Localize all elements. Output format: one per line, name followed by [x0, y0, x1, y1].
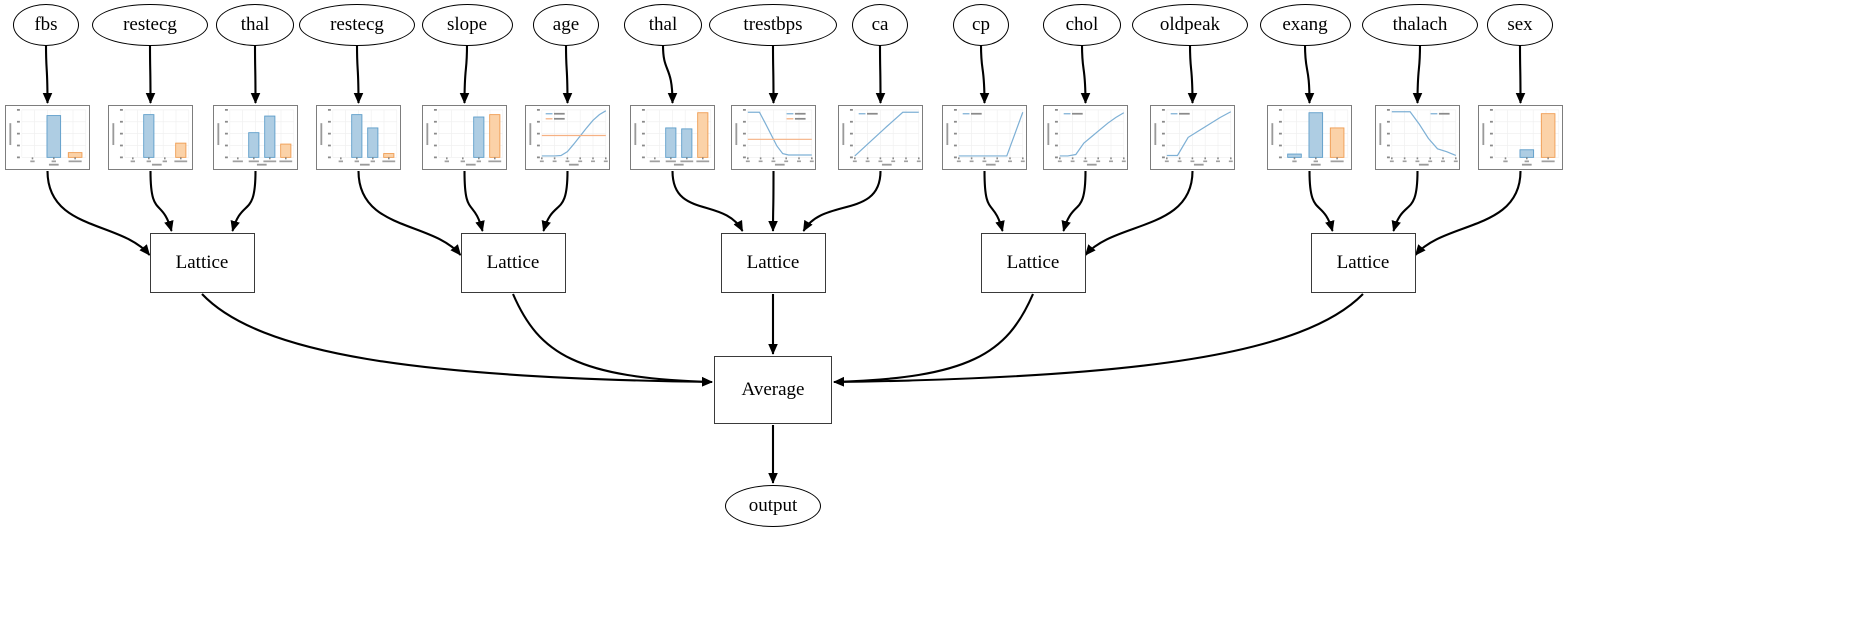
feature-node-label: age — [552, 14, 580, 35]
calibration-plot-restecg-3 — [316, 105, 401, 170]
feature-node-ca-8: ca — [852, 4, 908, 46]
feature-node-fbs-0: fbs — [12, 4, 80, 46]
output-node-label: output — [748, 495, 798, 516]
output-node: output — [725, 485, 821, 527]
edge-feature-to-plot-9 — [979, 44, 990, 104]
lattice-node-label: Lattice — [746, 252, 800, 273]
edge-plot-to-lattice-2 — [230, 170, 257, 232]
feature-node-exang-12: exang — [1259, 4, 1351, 46]
calibration-plot-age-5 — [525, 105, 610, 170]
feature-node-label: fbs — [34, 14, 58, 35]
lattice-node-4: Lattice — [1310, 233, 1416, 293]
average-node: Average — [714, 356, 832, 424]
edge-plot-to-lattice-6 — [671, 170, 744, 232]
lattice-node-label: Lattice — [1006, 252, 1060, 273]
lattice-node-label: Lattice — [1336, 252, 1390, 273]
edge-plot-to-lattice-12 — [1308, 170, 1335, 232]
edge-plot-to-lattice-14 — [1414, 170, 1522, 256]
feature-node-label: thal — [648, 14, 678, 35]
edge-plot-to-lattice-9 — [983, 170, 1005, 232]
lattice-node-label: Lattice — [175, 252, 229, 273]
edge-plot-to-lattice-8 — [802, 170, 882, 232]
feature-node-label: ca — [871, 14, 889, 35]
calibration-plot-thal-2 — [213, 105, 298, 170]
edge-feature-to-plot-0 — [42, 44, 53, 104]
calibration-plot-restecg-1 — [108, 105, 193, 170]
edge-feature-to-plot-10 — [1080, 44, 1091, 104]
edge-feature-to-plot-4 — [459, 44, 470, 104]
edge-feature-to-plot-8 — [875, 44, 886, 104]
calibration-plot-oldpeak-11 — [1150, 105, 1235, 170]
lattice-node-1: Lattice — [460, 233, 566, 293]
edge-lattice-to-average-3 — [833, 293, 1034, 387]
calibration-plot-exang-12 — [1267, 105, 1352, 170]
feature-node-label: cp — [972, 14, 990, 35]
edge-plot-to-lattice-13 — [1391, 170, 1419, 232]
edge-plot-to-lattice-4 — [463, 170, 485, 232]
calibration-plot-fbs-0 — [5, 105, 90, 170]
calibration-plot-chol-10 — [1043, 105, 1128, 170]
feature-node-chol-10: chol — [1042, 4, 1122, 46]
feature-node-label: restecg — [330, 14, 384, 35]
feature-node-trestbps-7: trestbps — [709, 4, 837, 46]
edge-feature-to-plot-6 — [661, 44, 678, 104]
feature-node-restecg-3: restecg — [299, 4, 415, 46]
calibration-plot-thalach-13 — [1375, 105, 1460, 170]
edge-feature-to-plot-14 — [1515, 44, 1526, 104]
edge-feature-to-plot-3 — [353, 44, 364, 104]
edge-lattice-to-average-1 — [512, 293, 713, 387]
feature-node-restecg-1: restecg — [92, 4, 208, 46]
feature-node-label: exang — [1282, 14, 1328, 35]
feature-node-label: restecg — [123, 14, 177, 35]
edge-feature-to-plot-5 — [562, 44, 573, 104]
feature-node-thal-2: thal — [215, 4, 295, 46]
edge-lattice-to-average-0 — [201, 293, 713, 387]
edge-plot-to-lattice-10 — [1061, 170, 1087, 232]
calibration-plot-sex-14 — [1478, 105, 1563, 170]
lattice-node-3: Lattice — [980, 233, 1086, 293]
average-node-label: Average — [741, 379, 805, 400]
edge-plot-to-lattice-7 — [768, 170, 778, 232]
edge-plot-to-lattice-5 — [541, 170, 569, 232]
feature-node-thal-6: thal — [623, 4, 703, 46]
edge-plot-to-lattice-1 — [149, 170, 174, 232]
lattice-node-0: Lattice — [149, 233, 255, 293]
lattice-node-2: Lattice — [720, 233, 826, 293]
edge-feature-to-plot-7 — [768, 44, 779, 104]
edge-feature-to-plot-12 — [1303, 44, 1315, 104]
feature-node-label: thal — [240, 14, 270, 35]
calibration-plot-cp-9 — [942, 105, 1027, 170]
edge-plot-to-lattice-3 — [357, 170, 462, 256]
edge-plot-to-lattice-11 — [1084, 170, 1194, 256]
feature-node-label: trestbps — [743, 14, 803, 35]
calibration-plot-ca-8 — [838, 105, 923, 170]
edge-feature-to-plot-1 — [145, 44, 156, 104]
feature-node-oldpeak-11: oldpeak — [1132, 4, 1248, 46]
feature-node-sex-14: sex — [1486, 4, 1554, 46]
edge-feature-to-plot-11 — [1187, 44, 1198, 104]
feature-node-label: slope — [446, 14, 488, 35]
feature-node-label: sex — [1507, 14, 1533, 35]
calibration-plot-slope-4 — [422, 105, 507, 170]
feature-node-cp-9: cp — [953, 4, 1009, 46]
calibration-plot-trestbps-7 — [731, 105, 816, 170]
feature-node-slope-4: slope — [421, 4, 513, 46]
edge-feature-to-plot-13 — [1412, 44, 1423, 104]
edge-lattice-to-average-4 — [833, 293, 1364, 387]
edge-feature-to-plot-2 — [250, 44, 261, 104]
feature-node-label: thalach — [1392, 14, 1448, 35]
feature-node-age-5: age — [532, 4, 600, 46]
calibration-plot-thal-6 — [630, 105, 715, 170]
lattice-node-label: Lattice — [486, 252, 540, 273]
feature-node-label: oldpeak — [1159, 14, 1221, 35]
feature-node-label: chol — [1065, 14, 1099, 35]
edge-plot-to-lattice-0 — [46, 170, 151, 256]
feature-node-thalach-13: thalach — [1362, 4, 1478, 46]
